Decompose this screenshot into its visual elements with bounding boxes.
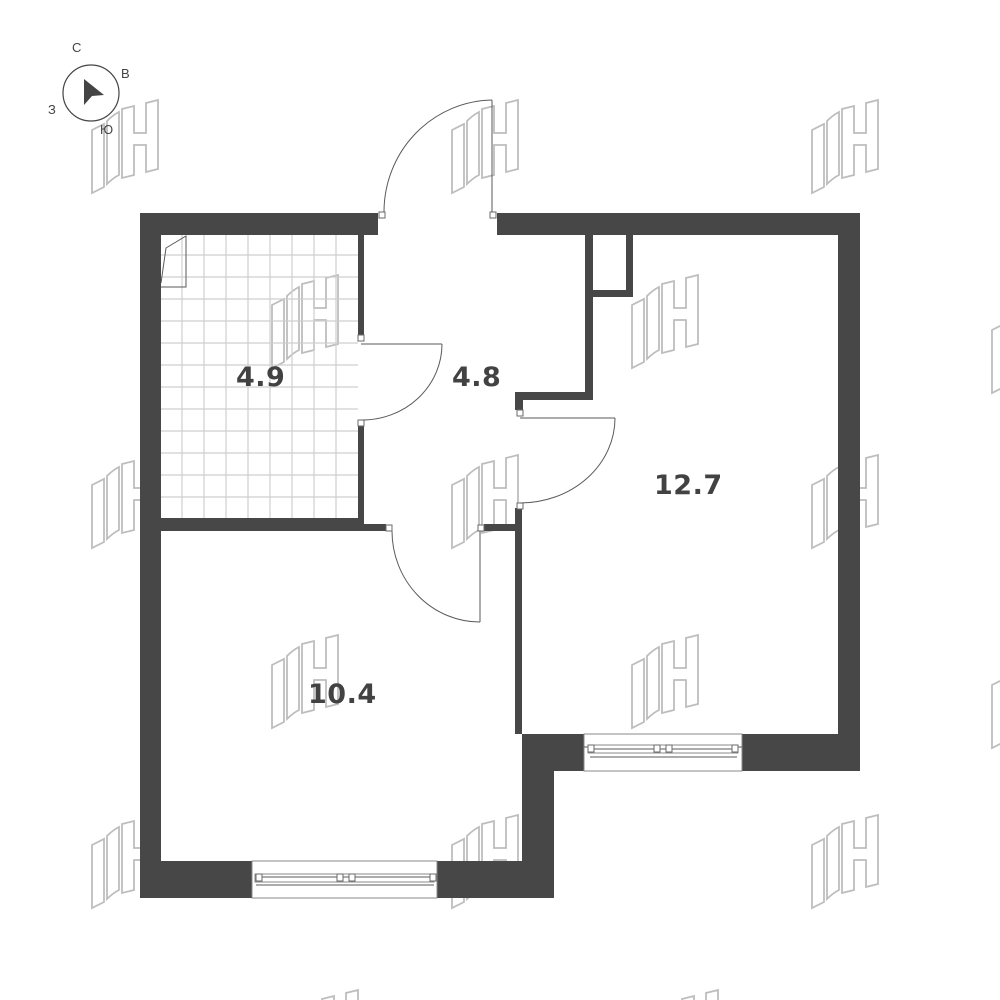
compass-south: Ю (100, 122, 114, 137)
left-room-window (251, 860, 438, 899)
left-room-door[interactable] (391, 530, 481, 623)
bathroom-tile-grid (160, 235, 358, 518)
compass-arrow-icon (84, 79, 104, 105)
right-room-door[interactable] (519, 417, 616, 504)
bathroom-door[interactable] (360, 343, 443, 421)
left-room-area-label: 10.4 (308, 679, 377, 710)
compass-west: З (48, 102, 56, 117)
bathroom-area-label: 4.9 (236, 362, 286, 393)
right-room-window (583, 733, 743, 772)
compass-north: С (72, 40, 82, 55)
walls (140, 213, 860, 898)
right-room-area-label: 12.7 (654, 470, 723, 501)
compass-east: В (121, 66, 130, 81)
shower-fixture (160, 235, 187, 288)
entrance-door[interactable] (383, 99, 493, 213)
door-posts (357, 211, 524, 532)
compass (62, 64, 120, 122)
hallway-area-label: 4.8 (452, 362, 502, 393)
